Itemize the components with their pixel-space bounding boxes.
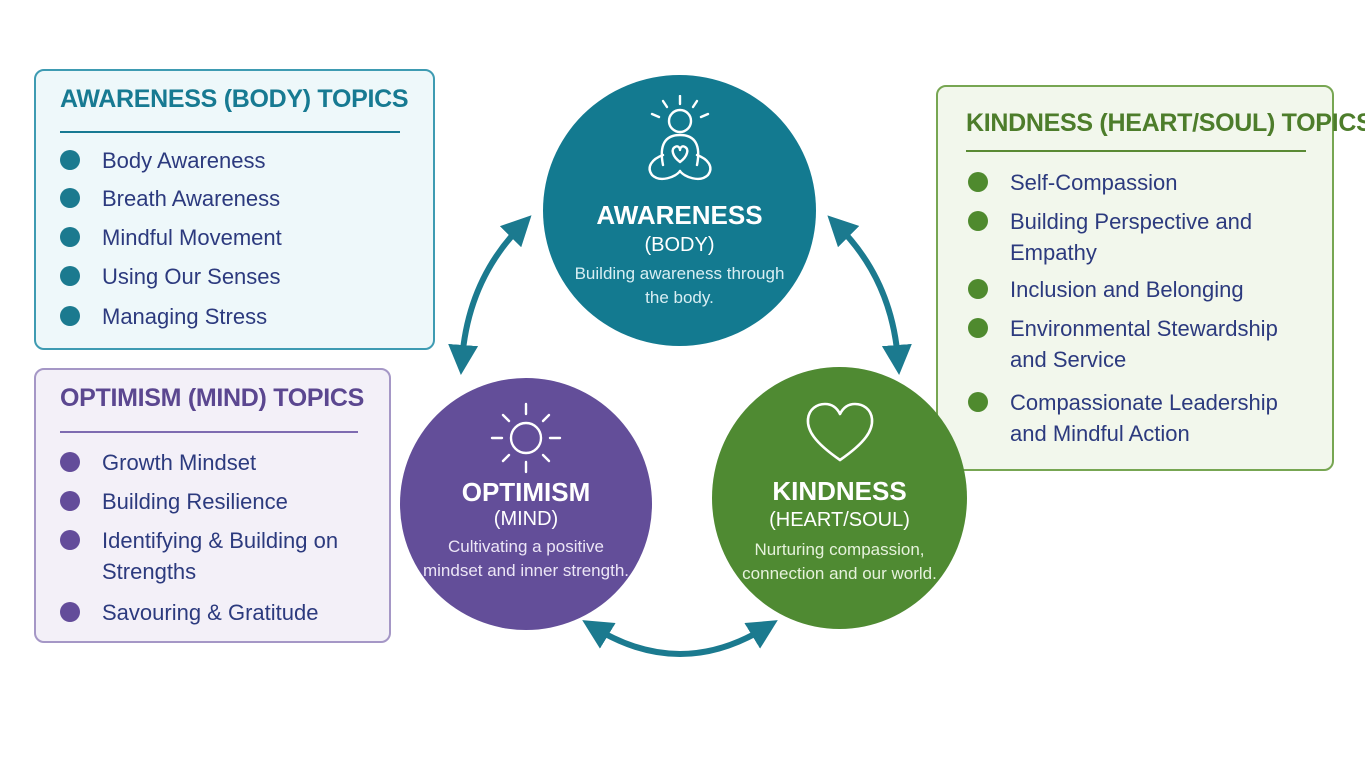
optimism-topics-title: OPTIMISM (MIND) TOPICS xyxy=(60,384,365,412)
kindness-topics-title: KINDNESS (HEART/SOUL) TOPICS xyxy=(966,109,1365,137)
arrow-awareness-optimism xyxy=(448,215,532,375)
topic-label: Self-Compassion xyxy=(1010,170,1178,195)
bullet-dot xyxy=(60,188,80,208)
topic-label: Identifying & Building on Strengths xyxy=(102,528,339,584)
kindness-topics-panel: KINDNESS (HEART/SOUL) TOPICS Self-Compas… xyxy=(936,85,1365,471)
kindness-title: KINDNESS xyxy=(772,476,907,506)
bullet-dot xyxy=(60,491,80,511)
optimism-title: OPTIMISM xyxy=(461,477,591,507)
topic-item: Breath Awareness xyxy=(60,183,423,214)
bullet-dot xyxy=(60,306,80,326)
topic-item: Self-Compassion xyxy=(968,167,1322,198)
arrow-optimism-kindness xyxy=(582,620,778,657)
bullet-dot xyxy=(60,227,80,247)
topic-item: Body Awareness xyxy=(60,145,423,176)
title-divider xyxy=(60,131,400,133)
optimism-subtitle: (MIND) xyxy=(493,508,559,530)
topic-item: Growth Mindset xyxy=(60,447,379,478)
awareness-topics-panel: AWARENESS (BODY) TOPICS Body Awareness B… xyxy=(34,69,435,350)
awareness-topics-title: AWARENESS (BODY) TOPICS xyxy=(60,85,409,113)
topic-item: Building Resilience xyxy=(60,486,379,517)
topic-label: Mindful Movement xyxy=(102,225,282,250)
topic-item: Mindful Movement xyxy=(60,222,423,253)
bullet-dot xyxy=(60,150,80,170)
bullet-dot xyxy=(968,318,988,338)
topic-label: Growth Mindset xyxy=(102,450,257,475)
topic-label: Managing Stress xyxy=(102,304,268,329)
kindness-description: Nurturing compassion, connection and our… xyxy=(742,540,937,583)
awareness-circle: AWARENESS (BODY) Building awareness thro… xyxy=(543,75,816,346)
topic-label: Building Perspective and Empathy xyxy=(1010,209,1253,265)
optimism-topics-panel: OPTIMISM (MIND) TOPICS Growth Mindset Bu… xyxy=(34,368,391,643)
title-divider xyxy=(966,150,1306,152)
topic-label: Body Awareness xyxy=(102,148,266,173)
topic-item: Identifying & Building on Strengths xyxy=(60,525,349,587)
bullet-dot xyxy=(968,211,988,231)
optimism-description: Cultivating a positive mindset and inner… xyxy=(422,537,629,580)
topic-label: Building Resilience xyxy=(102,489,288,514)
topic-item: Savouring & Gratitude xyxy=(60,597,379,628)
sun-icon xyxy=(490,402,562,474)
meditating-person-icon xyxy=(647,95,712,181)
optimism-circle: OPTIMISM (MIND) Cultivating a positive m… xyxy=(400,378,652,630)
bullet-dot xyxy=(968,392,988,412)
bullet-dot xyxy=(968,279,988,299)
topic-label: Breath Awareness xyxy=(102,186,281,211)
title-divider xyxy=(60,431,358,433)
topic-label: Compassionate Leadership and Mindful Act… xyxy=(1010,390,1278,446)
awareness-title: AWARENESS xyxy=(596,200,763,230)
bullet-dot xyxy=(60,452,80,472)
arrow-awareness-kindness xyxy=(827,215,912,375)
kindness-subtitle: (HEART/SOUL) xyxy=(769,509,910,531)
bullet-dot xyxy=(60,266,80,286)
heart-icon xyxy=(806,402,873,462)
kindness-circle: KINDNESS (HEART/SOUL) Nurturing compassi… xyxy=(712,367,967,629)
topic-label: Using Our Senses xyxy=(102,264,281,289)
topic-item: Compassionate Leadership and Mindful Act… xyxy=(968,387,1312,449)
topic-label: Savouring & Gratitude xyxy=(102,600,319,625)
topic-item: Building Perspective and Empathy xyxy=(968,206,1282,268)
topic-item: Environmental Stewardship and Service xyxy=(968,313,1312,375)
awareness-description: Building awareness through the body. xyxy=(574,264,785,307)
bullet-dot xyxy=(60,602,80,622)
topic-item: Using Our Senses xyxy=(60,261,423,292)
topic-label: Inclusion and Belonging xyxy=(1010,277,1244,302)
topic-label: Environmental Stewardship and Service xyxy=(1010,316,1278,372)
bullet-dot xyxy=(60,530,80,550)
topic-item: Inclusion and Belonging xyxy=(968,274,1322,305)
topic-item: Managing Stress xyxy=(60,301,423,332)
bullet-dot xyxy=(968,172,988,192)
awareness-subtitle: (BODY) xyxy=(644,234,715,256)
